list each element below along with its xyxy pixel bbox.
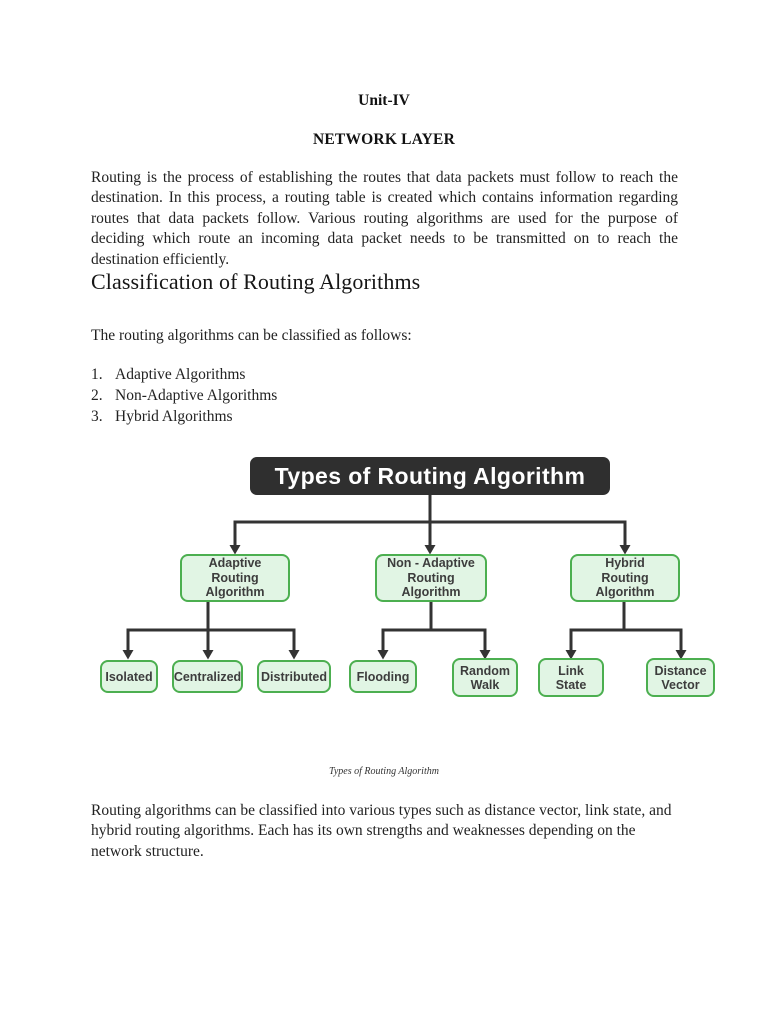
diagram-node-hybrid: Hybrid Routing Algorithm <box>570 554 680 602</box>
diagram-node-adaptive: Adaptive Routing Algorithm <box>180 554 290 602</box>
list-item: 1. Adaptive Algorithms <box>91 365 277 386</box>
chapter-title: NETWORK LAYER <box>313 131 455 148</box>
list-item-label: Hybrid Algorithms <box>115 407 233 425</box>
figure-caption: Types of Routing Algorithm <box>329 766 439 777</box>
list-item: 2. Non-Adaptive Algorithms <box>91 386 277 407</box>
diagram-node-centralized: Centralized <box>172 660 243 693</box>
list-item: 3. Hybrid Algorithms <box>91 407 277 428</box>
arrowheads <box>122 545 687 660</box>
diagram-node-distance-vector: Distance Vector <box>646 658 715 697</box>
closing-paragraph: Routing algorithms can be classified int… <box>91 802 672 860</box>
list-intro-text: The routing algorithms can be classified… <box>91 327 412 344</box>
list-item-number: 2. <box>91 386 103 404</box>
diagram-connector-lines <box>122 495 687 660</box>
unit-title: Unit-IV <box>358 92 410 109</box>
diagram-root-node: Types of Routing Algorithm <box>250 457 610 495</box>
intro-paragraph: Routing is the process of establishing t… <box>91 169 678 268</box>
diagram-node-random-walk: Random Walk <box>452 658 518 697</box>
diagram-node-non-adaptive: Non - Adaptive Routing Algorithm <box>375 554 487 602</box>
diagram-node-isolated: Isolated <box>100 660 158 693</box>
list-item-number: 3. <box>91 407 103 425</box>
section-heading: Classification of Routing Algorithms <box>91 269 421 294</box>
diagram-node-distributed: Distributed <box>257 660 331 693</box>
algorithm-list: 1. Adaptive Algorithms 2. Non-Adaptive Alg… <box>91 365 277 427</box>
diagram-node-flooding: Flooding <box>349 660 417 693</box>
list-item-label: Non-Adaptive Algorithms <box>115 386 278 404</box>
list-item-number: 1. <box>91 366 103 383</box>
diagram-node-link-state: Link State <box>538 658 604 697</box>
routing-algorithm-diagram: Types of Routing Algorithm Adaptive Rout… <box>0 450 768 710</box>
list-item-label: Adaptive Algorithms <box>115 366 246 383</box>
